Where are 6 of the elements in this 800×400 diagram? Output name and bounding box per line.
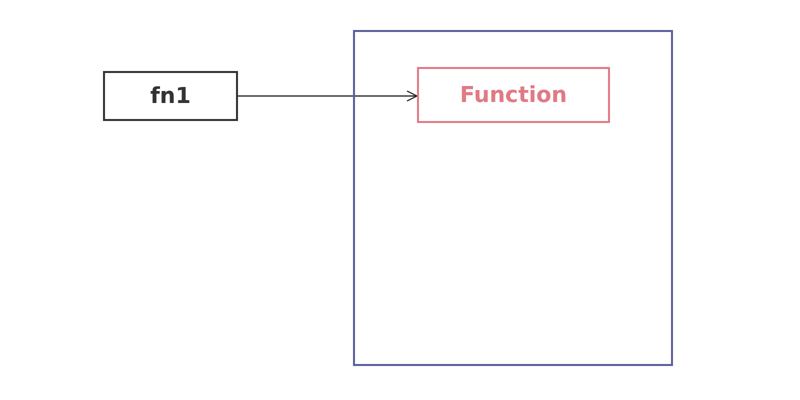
- node-label: Function: [460, 82, 568, 108]
- function-box: [417, 67, 610, 123]
- node-label: fn1: [150, 84, 191, 108]
- container-box: [353, 30, 673, 366]
- name-box: [103, 71, 238, 121]
- arrow: [238, 90, 418, 102]
